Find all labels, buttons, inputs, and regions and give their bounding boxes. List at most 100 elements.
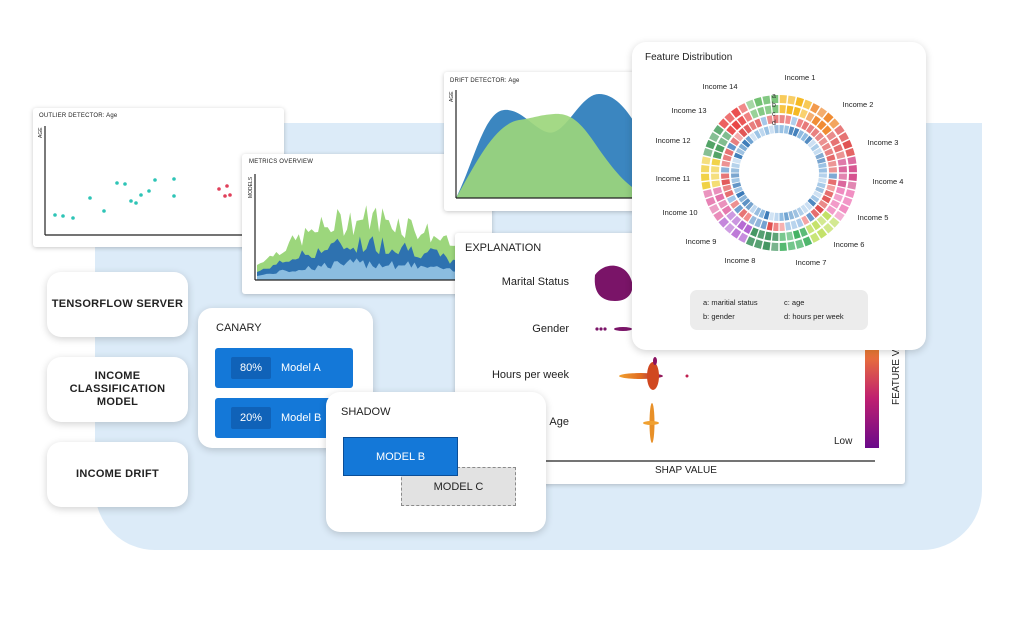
ring-segment (799, 109, 808, 119)
tensorflow-server-card[interactable]: TENSORFLOW SERVER (47, 272, 188, 337)
ring-segment (735, 147, 745, 156)
ring-segment (738, 143, 748, 152)
ring-segment (821, 195, 832, 204)
ring-segment (731, 168, 740, 173)
outlier-point (139, 193, 143, 197)
model-a-button[interactable]: 80% Model A (215, 348, 353, 388)
ring-segment (804, 201, 813, 211)
ring-segment (753, 207, 762, 217)
ring-segment (701, 181, 711, 190)
ring-segment (842, 139, 853, 150)
income-classification-card[interactable]: INCOME CLASSIFICATION MODEL (47, 357, 188, 422)
income-label: Income 13 (671, 106, 706, 115)
outlier-point (123, 182, 127, 186)
ring-segment (804, 135, 813, 145)
ring-segment (785, 221, 792, 231)
model-b-shadow-button[interactable]: MODEL B (343, 437, 458, 476)
ring-segment (807, 198, 817, 207)
outlier-point (147, 189, 151, 193)
outlier-anomaly-point (225, 184, 229, 188)
ring-segment (771, 242, 779, 251)
ring-segment (779, 232, 786, 241)
ring-segment (788, 210, 795, 220)
ring-segment (712, 151, 723, 160)
ring-segment (722, 184, 732, 192)
ring-segment (733, 186, 743, 194)
ring-segment (830, 137, 840, 147)
legend-d: d: hours per week (784, 312, 844, 321)
ring-segment (711, 173, 720, 180)
ring-segment (721, 205, 732, 215)
ring-segment (743, 224, 753, 234)
ring-segment (792, 229, 801, 240)
ring-segment (724, 112, 735, 124)
ring-segment (743, 112, 753, 122)
ring-segment (807, 139, 817, 148)
ring-segment (837, 158, 847, 166)
ring-segment (828, 217, 840, 228)
feature-label-age: Age (549, 416, 569, 428)
ring-segment (810, 208, 820, 218)
ring-segment (835, 186, 846, 195)
ring-segment (821, 142, 832, 151)
ring-segment (813, 147, 823, 156)
ring-segment (705, 196, 716, 207)
ring-segment (768, 212, 775, 221)
ring-segment (732, 182, 742, 189)
legend-c: c: age (784, 298, 805, 307)
ring-segment (730, 200, 740, 209)
ring-segment (718, 199, 728, 209)
outlier-point (102, 209, 106, 213)
feature-label-gender: Gender (532, 323, 569, 335)
ring-segment (816, 215, 827, 226)
income-label: Income 8 (725, 256, 756, 265)
model-b-shadow-label: MODEL B (375, 450, 426, 463)
ring-segment (735, 190, 745, 199)
ring-segment (764, 231, 772, 241)
income-label: Income 9 (686, 237, 717, 246)
ring-segment (711, 180, 721, 188)
ring-segment (731, 173, 740, 178)
ring-segment (828, 173, 837, 179)
tensorflow-server-label: TENSORFLOW SERVER (51, 298, 184, 310)
ring-segment (724, 148, 734, 157)
ring-segment (753, 97, 763, 107)
ring-segment (796, 129, 805, 139)
ring-segment (721, 179, 731, 186)
ring-segment (766, 221, 773, 231)
ring-segment (731, 120, 742, 131)
feature-legend: a: maritial status c: age b: gender d: h… (690, 290, 868, 330)
ring-segment (826, 205, 837, 215)
shadow-card: SHADOW MODEL C MODEL B (326, 392, 546, 532)
ring-segment (721, 160, 731, 167)
income-label: Income 14 (702, 82, 737, 91)
model-c-label: MODEL C (433, 480, 484, 493)
ring-segment (738, 208, 748, 218)
ring-segment (758, 209, 766, 219)
shap-xlabel: SHAP VALUE (655, 465, 717, 476)
ring-segment (743, 212, 752, 222)
ring-segment (835, 151, 846, 160)
ring-segment (827, 179, 837, 186)
ring-segment (757, 229, 766, 240)
ring-segment (810, 128, 820, 138)
ring-segment (754, 118, 763, 128)
ring-segment (734, 204, 744, 214)
ring-segment (745, 236, 756, 247)
ring-segment (712, 186, 723, 195)
legend-b: b: gender (703, 312, 735, 321)
ring-segment (815, 186, 825, 194)
ring-segment (792, 209, 800, 219)
income-label: Income 6 (834, 240, 865, 249)
ring-segment (795, 218, 804, 228)
ring-segment (766, 115, 773, 125)
income-drift-card[interactable]: INCOME DRIFT (47, 442, 188, 507)
ring-segment (790, 220, 798, 230)
model-b-percent: 20% (231, 407, 271, 429)
ring-segment (754, 218, 763, 228)
ring-segment (772, 232, 779, 241)
canary-title: CANARY (216, 322, 262, 334)
ring-segment (750, 227, 759, 237)
model-b-label: Model B (281, 412, 322, 424)
